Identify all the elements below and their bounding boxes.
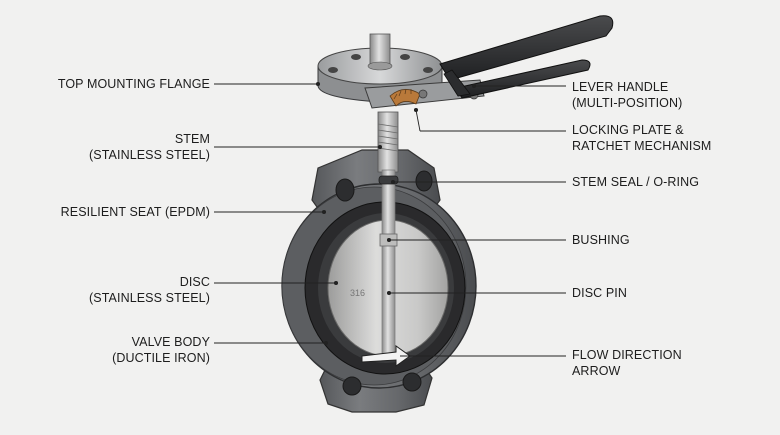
label-locking-plate-line-1: LOCKING PLATE & bbox=[572, 123, 684, 137]
label-valve-body: VALVE BODY (DUCTILE IRON) bbox=[112, 334, 210, 366]
label-lever-handle-line-2: (MULTI-POSITION) bbox=[572, 96, 683, 110]
label-flow-arrow: FLOW DIRECTION ARROW bbox=[572, 347, 682, 379]
label-stem-line-2: (STAINLESS STEEL) bbox=[89, 148, 210, 162]
label-disc-line-2: (STAINLESS STEEL) bbox=[89, 291, 210, 305]
label-locking-plate-line-2: RATCHET MECHANISM bbox=[572, 139, 712, 153]
flow-direction-arrow bbox=[361, 345, 411, 367]
label-stem-seal: STEM SEAL / O-RING bbox=[572, 174, 699, 190]
label-stem: STEM (STAINLESS STEEL) bbox=[89, 131, 210, 163]
label-flow-arrow-line-1: FLOW DIRECTION bbox=[572, 348, 682, 362]
label-disc-line-1: DISC bbox=[179, 275, 210, 289]
svg-text:316: 316 bbox=[350, 288, 365, 298]
label-bushing-line-1: BUSHING bbox=[572, 233, 630, 247]
label-valve-body-line-2: (DUCTILE IRON) bbox=[112, 351, 210, 365]
stem bbox=[377, 111, 399, 355]
label-stem-seal-line-1: STEM SEAL / O-RING bbox=[572, 175, 700, 189]
label-resilient-seat: RESILIENT SEAT (EPDM) bbox=[61, 204, 210, 220]
label-stem-line-1: STEM bbox=[174, 132, 210, 146]
label-resilient-seat-line-1: RESILIENT SEAT (EPDM) bbox=[60, 205, 210, 219]
label-disc-pin: DISC PIN bbox=[572, 285, 627, 301]
label-disc: DISC (STAINLESS STEEL) bbox=[89, 274, 210, 306]
label-locking-plate: LOCKING PLATE & RATCHET MECHANISM bbox=[572, 122, 711, 154]
label-valve-body-line-1: VALVE BODY bbox=[131, 335, 210, 349]
label-flow-arrow-line-2: ARROW bbox=[572, 364, 621, 378]
label-lever-handle-line-1: LEVER HANDLE bbox=[572, 80, 669, 94]
label-top-mounting-flange: TOP MOUNTING FLANGE bbox=[58, 76, 210, 92]
label-bushing: BUSHING bbox=[572, 232, 630, 248]
label-top-mounting-flange-line-1: TOP MOUNTING FLANGE bbox=[57, 77, 210, 91]
stem-seal bbox=[378, 175, 399, 185]
leader-lines bbox=[214, 81, 566, 357]
label-disc-pin-line-1: DISC PIN bbox=[572, 286, 627, 300]
lever-handle bbox=[439, 15, 614, 99]
label-lever-handle: LEVER HANDLE (MULTI-POSITION) bbox=[572, 79, 682, 111]
